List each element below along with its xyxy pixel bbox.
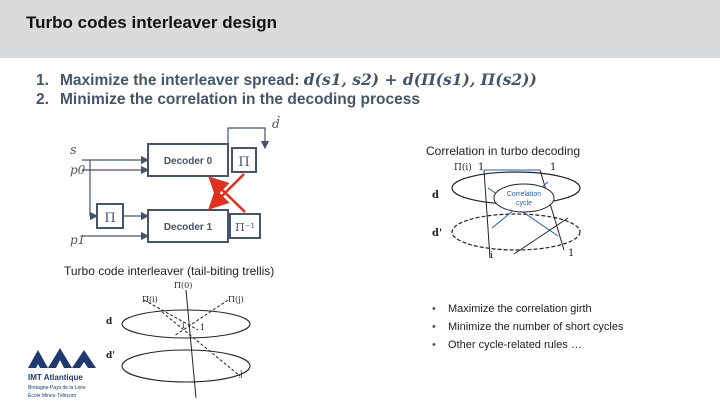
correlation-edge [513,217,569,255]
label-d-prime: d' [106,351,115,361]
decoder-1-label: Decoder 1 [164,222,213,233]
cycle-label-line1: Correlation [507,191,541,198]
objective-text: Minimize the correlation in the decoding… [60,91,421,108]
label-d: d [432,190,439,201]
label-one-bottom: 1 [568,248,574,259]
imt-atlantique-logo: IMT Atlantique Bretagne-Pays de la Loire… [28,348,96,399]
logo-line1: Bretagne-Pays de la Loire [28,385,86,391]
correlation-cycle-bubble [493,183,555,213]
objective-item: 1. Maximize the interleaver spread: d(s1,… [36,70,537,91]
deinterleaver-box [229,213,261,239]
trellis-caption: Turbo code interleaver (tail-biting trel… [64,264,275,278]
correlation-edge [483,169,491,259]
label-pi-i: Π(i) [142,295,158,304]
label-pi-i: Π(i) [454,162,472,173]
cycle-label-line2: cycle [516,200,532,207]
label-i: i [490,251,493,261]
slide-title: Turbo codes interleaver design [26,13,277,32]
label-d: d [106,317,113,327]
trellis-ellipse-top [121,309,251,339]
logo-mark [72,350,96,368]
logo-mark [28,350,48,368]
list-item: •Maximize the correlation girth [432,303,592,315]
list-item: •Minimize the number of short cycles [432,321,624,333]
output-d-label: d̃ [272,115,280,131]
logo-mark [48,348,72,368]
trellis-edge [143,299,199,331]
logo-name: IMT Atlantique [28,373,83,382]
s-to-interleaver-arrow [89,160,99,221]
label-i: i [182,321,185,330]
output-arrow [227,127,270,150]
design-rules-list: •Maximize the correlation girth •Minimiz… [432,303,623,357]
trellis-edge [161,311,241,377]
correlation-caption: Correlation in turbo decoding [426,144,581,158]
trellis-edge [185,289,197,399]
trellis-edge [173,299,229,337]
feedback-arrow-up [208,176,246,213]
spread-formula: d(s1, s2) + d(Π(s1), Π(s2)) [303,70,537,89]
tail-biting-trellis-diagram: Π(0) Π(i) Π(j) d d' i j 1 [106,281,251,399]
label-j: j [239,369,242,378]
decoder-0-label: Decoder 0 [164,156,213,167]
interleaver-box-top [231,147,257,173]
correlation-cycle-diagram: Correlation cycle Π(i) 1 1 d d' i 1 [432,162,581,261]
objective-number: 1. [36,72,49,89]
logo-line2: École Mines-Télécom [28,392,76,399]
input-p0-label: p0 [70,163,86,177]
objective-number: 2. [36,91,49,108]
label-one: 1 [200,323,205,332]
decoder-1-box [147,209,229,243]
objective-text: Maximize the interleaver spread: [60,72,304,89]
label-one-right: 1 [550,162,556,173]
label-pi0: Π(0) [174,281,192,290]
trellis-ellipse-bottom [121,349,251,383]
bullet-icon: • [432,321,436,333]
bullet-icon: • [432,303,436,315]
trellis-ellipse-bottom [451,213,581,251]
label-one-top: 1 [478,162,484,173]
feedback-arrow-down [208,173,245,210]
input-p1-label: p1 [70,233,85,247]
correlation-edge [539,169,565,251]
bullet-icon: • [432,339,436,351]
interleaver-label-top: Π [238,155,249,170]
objectives-list: 1. Maximize the interleaver spread: d(s1,… [36,70,537,112]
input-s-label: s [70,143,77,158]
list-item: •Other cycle-related rules … [432,339,582,351]
label-d-prime: d' [432,228,442,239]
label-pi-j: Π(j) [228,295,244,304]
interleaver-label-left: Π [104,211,115,226]
turbo-decoder-diagram: s p0 p1 d̃ Decoder 0 Π Decoder 1 Π Π⁻¹ [70,115,280,247]
title-bar: Turbo codes interleaver design [0,0,720,58]
objective-item: 2. Minimize the correlation in the decodi… [36,91,537,112]
deinterleaver-label: Π⁻¹ [235,221,255,234]
